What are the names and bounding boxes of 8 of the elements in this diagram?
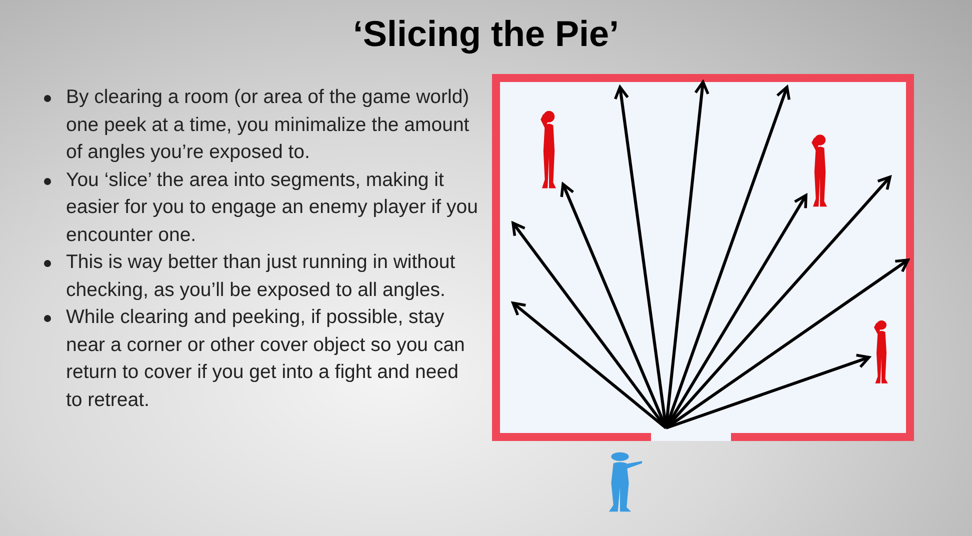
- bullet-text: This is way better than just running in without checking, as you’ll be exposed to all angles.: [66, 250, 456, 302]
- arrow: [666, 354, 870, 430]
- bullet-text: By clearing a room (or area of the game world) one peek at a time, you minimalize the amount of angles you’re exposed to.: [66, 85, 470, 165]
- bullet-text: You ‘slice’ the area into segments, making it easier for you to engage an enemy player if you encounter one.: [66, 168, 478, 248]
- room-wall: [492, 74, 914, 441]
- arrow: [560, 182, 668, 429]
- bullet-text: While clearing and peeking, if possible, stay near a corner or other cover object so you can return to cover if you get into a fight and need to retreat.: [66, 305, 466, 412]
- title: ‘Slicing the Pie’: [352, 12, 620, 56]
